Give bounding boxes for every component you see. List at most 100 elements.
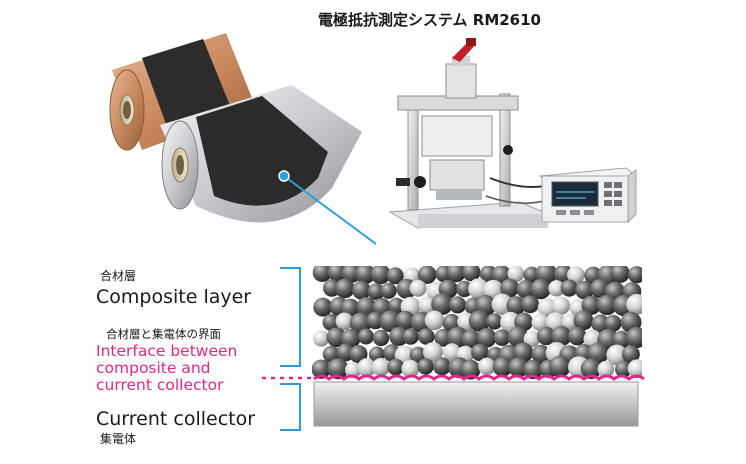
composite-particle — [327, 266, 347, 282]
composite-particle — [590, 278, 610, 299]
composite-particle — [446, 266, 466, 283]
composite-particle — [449, 296, 467, 314]
composite-particle — [573, 310, 594, 331]
composite-particle — [626, 293, 642, 315]
composite-particle — [626, 326, 642, 349]
composite-particle — [628, 266, 642, 284]
composite-particle — [434, 328, 453, 347]
interface-label-line-1: Interface between — [96, 342, 238, 360]
composite-particle — [462, 266, 481, 282]
system-title: 電極抵抗測定システム RM2610 — [318, 11, 541, 29]
composite-particle — [349, 345, 368, 364]
composite-particle — [549, 355, 571, 378]
composite-particle — [531, 313, 549, 331]
composite-particle — [389, 326, 409, 346]
composite-particle — [424, 310, 445, 331]
interface-label-line-3: current collector — [96, 376, 224, 394]
composite-particle — [580, 358, 602, 380]
composite-particle — [486, 313, 503, 330]
composite-particle — [621, 345, 640, 364]
composite-particle — [471, 343, 489, 362]
composite-particle — [551, 325, 572, 347]
composite-particle — [508, 357, 529, 378]
composite-particle — [581, 295, 601, 315]
composite-particle — [596, 294, 618, 316]
rm2610-device-illustration — [388, 38, 638, 229]
composite-particle — [327, 358, 349, 380]
composite-particle — [388, 297, 405, 315]
composite-particle — [492, 356, 513, 377]
composite-particle — [478, 357, 496, 375]
composite-particle — [366, 311, 385, 330]
composite-particle — [417, 358, 434, 375]
composite-particle — [531, 344, 551, 364]
composite-particle — [357, 358, 377, 377]
electrode-rolls-illustration — [109, 33, 377, 245]
composite-particle — [402, 328, 419, 345]
composite-particle — [468, 278, 489, 300]
composite-particle — [352, 280, 371, 300]
composite-particle — [516, 280, 536, 299]
aluminum-roll — [160, 85, 362, 223]
callout-line — [283, 175, 377, 245]
composite-particle — [523, 266, 540, 283]
composite-particle — [597, 360, 615, 378]
composite-particle — [523, 330, 541, 348]
composite-particle — [335, 312, 354, 331]
composite-particle — [345, 361, 362, 379]
composite-particle — [456, 280, 473, 298]
composite-particle — [379, 310, 402, 333]
composite-particle — [418, 296, 436, 314]
composite-particle — [371, 357, 391, 377]
composite-particle — [387, 358, 405, 376]
composite-particle — [627, 359, 642, 379]
current-collector-label-jp: 集電体 — [100, 432, 137, 446]
composite-particle — [401, 359, 420, 378]
composite-particle — [523, 359, 543, 380]
composite-particle — [610, 266, 630, 283]
composite-particle — [370, 266, 391, 285]
composite-particle — [418, 328, 435, 345]
composite-layer-label: Composite layer — [96, 286, 252, 308]
composite-particle — [537, 298, 557, 317]
composite-particle — [567, 326, 587, 346]
composite-particle — [372, 329, 390, 347]
composite-particle — [409, 279, 427, 297]
interface-line — [313, 374, 645, 381]
composite-particle — [575, 280, 594, 300]
composite-particle — [615, 360, 632, 378]
composite-particle — [591, 314, 610, 334]
composite-particle — [560, 279, 578, 297]
composite-particle — [367, 283, 385, 300]
interface-label-line-2: composite and — [96, 359, 211, 377]
composite-particle — [548, 280, 565, 297]
composite-particle — [476, 328, 497, 348]
collector-bracket — [280, 383, 301, 431]
composite-particle — [335, 278, 355, 299]
composite-particle — [313, 330, 330, 347]
composite-particle — [313, 297, 333, 317]
composite-layer-label-jp: 合材層 — [100, 269, 137, 283]
composite-particle — [312, 359, 331, 379]
composite-particle — [355, 266, 376, 284]
composite-particle — [461, 329, 481, 349]
composite-particle — [536, 326, 556, 346]
composite-particle — [431, 293, 453, 315]
current-collector-plate — [313, 381, 639, 427]
composite-particle — [423, 342, 443, 363]
composite-particle — [551, 296, 571, 315]
composite-particle — [612, 330, 631, 349]
composite-particle — [358, 328, 374, 345]
composite-particle — [567, 266, 585, 284]
composite-particle — [322, 314, 340, 331]
composite-particle — [507, 326, 529, 348]
composite-particles — [312, 266, 642, 380]
callout-dot — [278, 170, 290, 182]
current-collector-label: Current collector — [96, 408, 256, 430]
composite-particle — [507, 266, 525, 283]
composite-particle — [460, 359, 481, 380]
composite-particle — [604, 314, 622, 332]
composite-particle — [386, 267, 404, 285]
composite-particle — [468, 310, 491, 332]
